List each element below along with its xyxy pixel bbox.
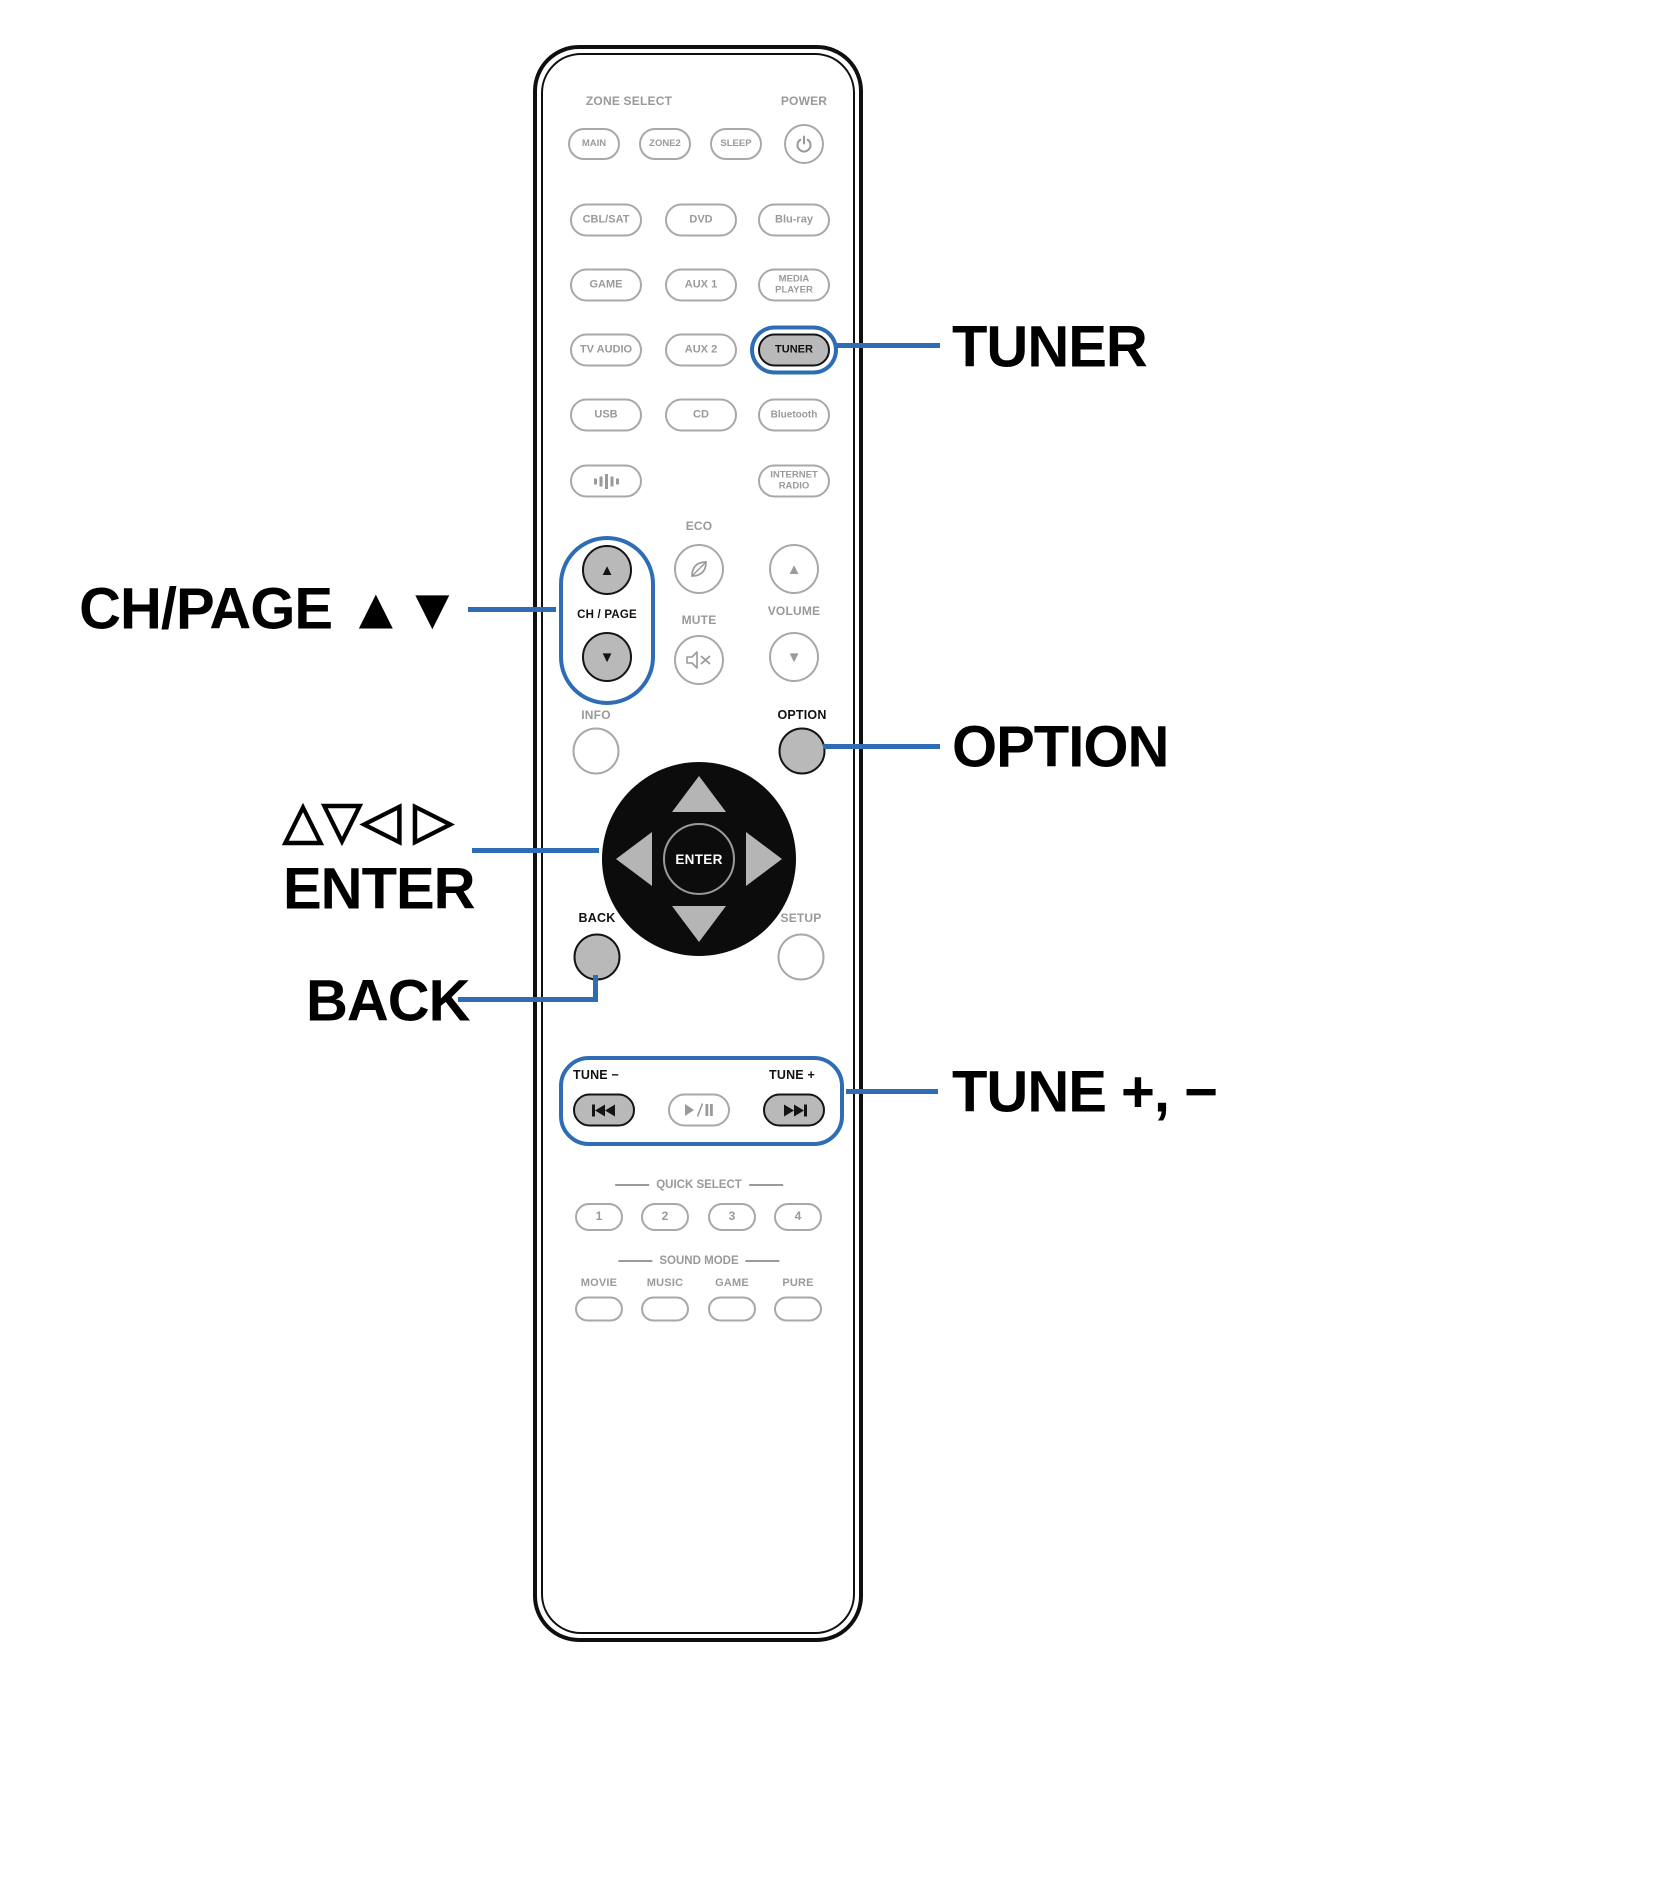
volume-down-button: ▼ [769,632,819,682]
info-button [572,727,620,775]
music-button [641,1296,689,1322]
enter-callout-label: ENTER [283,856,476,922]
tuner-callout-line [834,343,940,348]
back-callout-label: BACK [306,968,471,1034]
tuner-button: TUNER [758,333,830,367]
option-callout-line [823,744,940,749]
cd-button: CD [665,398,737,432]
tune-callout-line [846,1089,938,1094]
quick-select-3-button: 3 [708,1203,756,1231]
channel-up-icon: ▲ [599,561,615,579]
sound-mode-header: SOUND MODE [618,1255,779,1267]
mute-icon [686,651,711,669]
quick-select-1-button: 1 [575,1203,623,1231]
ch-page-callout-line [468,607,556,612]
play-pause-icon [685,1103,713,1117]
setup-button [777,933,825,981]
volume-down-icon: ▼ [786,648,802,666]
play-pause-button [668,1093,730,1127]
channel-up-button: ▲ [582,545,632,595]
back-button [573,933,621,981]
cursor-callout-glyphs: △▽◁ ▷ [283,792,453,850]
tune-minus-label: TUNE − [573,1068,619,1082]
tune-plus-label: TUNE + [769,1068,815,1082]
skip-forward-icon [783,1104,807,1116]
pure-button [774,1296,822,1322]
enter-button: ENTER [663,823,735,895]
eco-button [674,544,724,594]
internet-radio-button: INTERNET RADIO [758,464,830,498]
quick-select-2-button: 2 [641,1203,689,1231]
eco-label: ECO [685,519,713,533]
cursor-up-button [672,776,726,812]
music-label: MUSIC [646,1277,684,1289]
game-mode-button [708,1296,756,1322]
back-label: BACK [578,911,616,925]
blu-ray-button: Blu-ray [758,203,830,237]
main-button: MAIN [568,128,620,160]
cursor-right-button [746,832,782,886]
cbl-sat-button: CBL/SAT [570,203,642,237]
skip-back-icon [591,1104,615,1116]
remote-control-body: ZONE SELECT POWER MAIN ZONE2 SLEEP CBL/S… [533,45,863,1642]
eq-bars-icon [594,473,619,489]
back-callout-line [458,997,598,1002]
volume-up-icon: ▲ [786,560,802,578]
game-button: GAME [570,268,642,302]
tune-highlight-box [559,1056,844,1146]
aux2-button: AUX 2 [665,333,737,367]
pure-label: PURE [782,1277,814,1289]
info-label: INFO [581,708,611,722]
option-callout-label: OPTION [952,714,1169,780]
skip-forward-button [763,1093,825,1127]
quick-select-header-label: QUICK SELECT [656,1179,742,1191]
option-label: OPTION [777,708,827,722]
ch-page-label: CH / PAGE [577,609,637,621]
movie-label: MOVIE [580,1277,618,1289]
cursor-pad: ENTER [602,762,796,956]
quick-select-4-button: 4 [774,1203,822,1231]
enter-button-label: ENTER [675,851,723,867]
quick-select-header: QUICK SELECT [615,1179,783,1191]
sleep-button: SLEEP [710,128,762,160]
power-button [784,124,824,164]
cursor-callout-line [472,848,599,853]
power-header: POWER [780,94,828,108]
game-label: GAME [715,1277,749,1289]
cursor-left-button [616,832,652,886]
usb-button: USB [570,398,642,432]
skip-back-button [573,1093,635,1127]
bluetooth-button: Bluetooth [758,398,830,432]
tuner-callout-label: TUNER [952,314,1148,380]
dvd-button: DVD [665,203,737,237]
mute-label: MUTE [681,613,717,627]
eco-leaf-icon [691,561,707,577]
aux1-button: AUX 1 [665,268,737,302]
tune-callout-label: TUNE +, − [952,1059,1218,1125]
volume-up-button: ▲ [769,544,819,594]
audio-input-button [570,464,642,498]
channel-down-icon: ▼ [599,648,615,666]
zone-select-header: ZONE SELECT [585,94,673,108]
movie-button [575,1296,623,1322]
mute-button [674,635,724,685]
ch-page-callout-label: CH/PAGE ▲▼ [79,576,461,642]
ch-page-highlight-box [559,536,655,705]
channel-down-button: ▼ [582,632,632,682]
setup-label: SETUP [780,911,822,925]
sound-mode-header-label: SOUND MODE [659,1255,739,1267]
volume-label: VOLUME [767,604,821,618]
media-player-button: MEDIA PLAYER [758,268,830,302]
tv-audio-button: TV AUDIO [570,333,642,367]
cursor-down-button [672,906,726,942]
option-button [778,727,826,775]
back-callout-connector [593,975,598,1002]
zone2-button: ZONE2 [639,128,691,160]
power-icon [796,135,812,153]
